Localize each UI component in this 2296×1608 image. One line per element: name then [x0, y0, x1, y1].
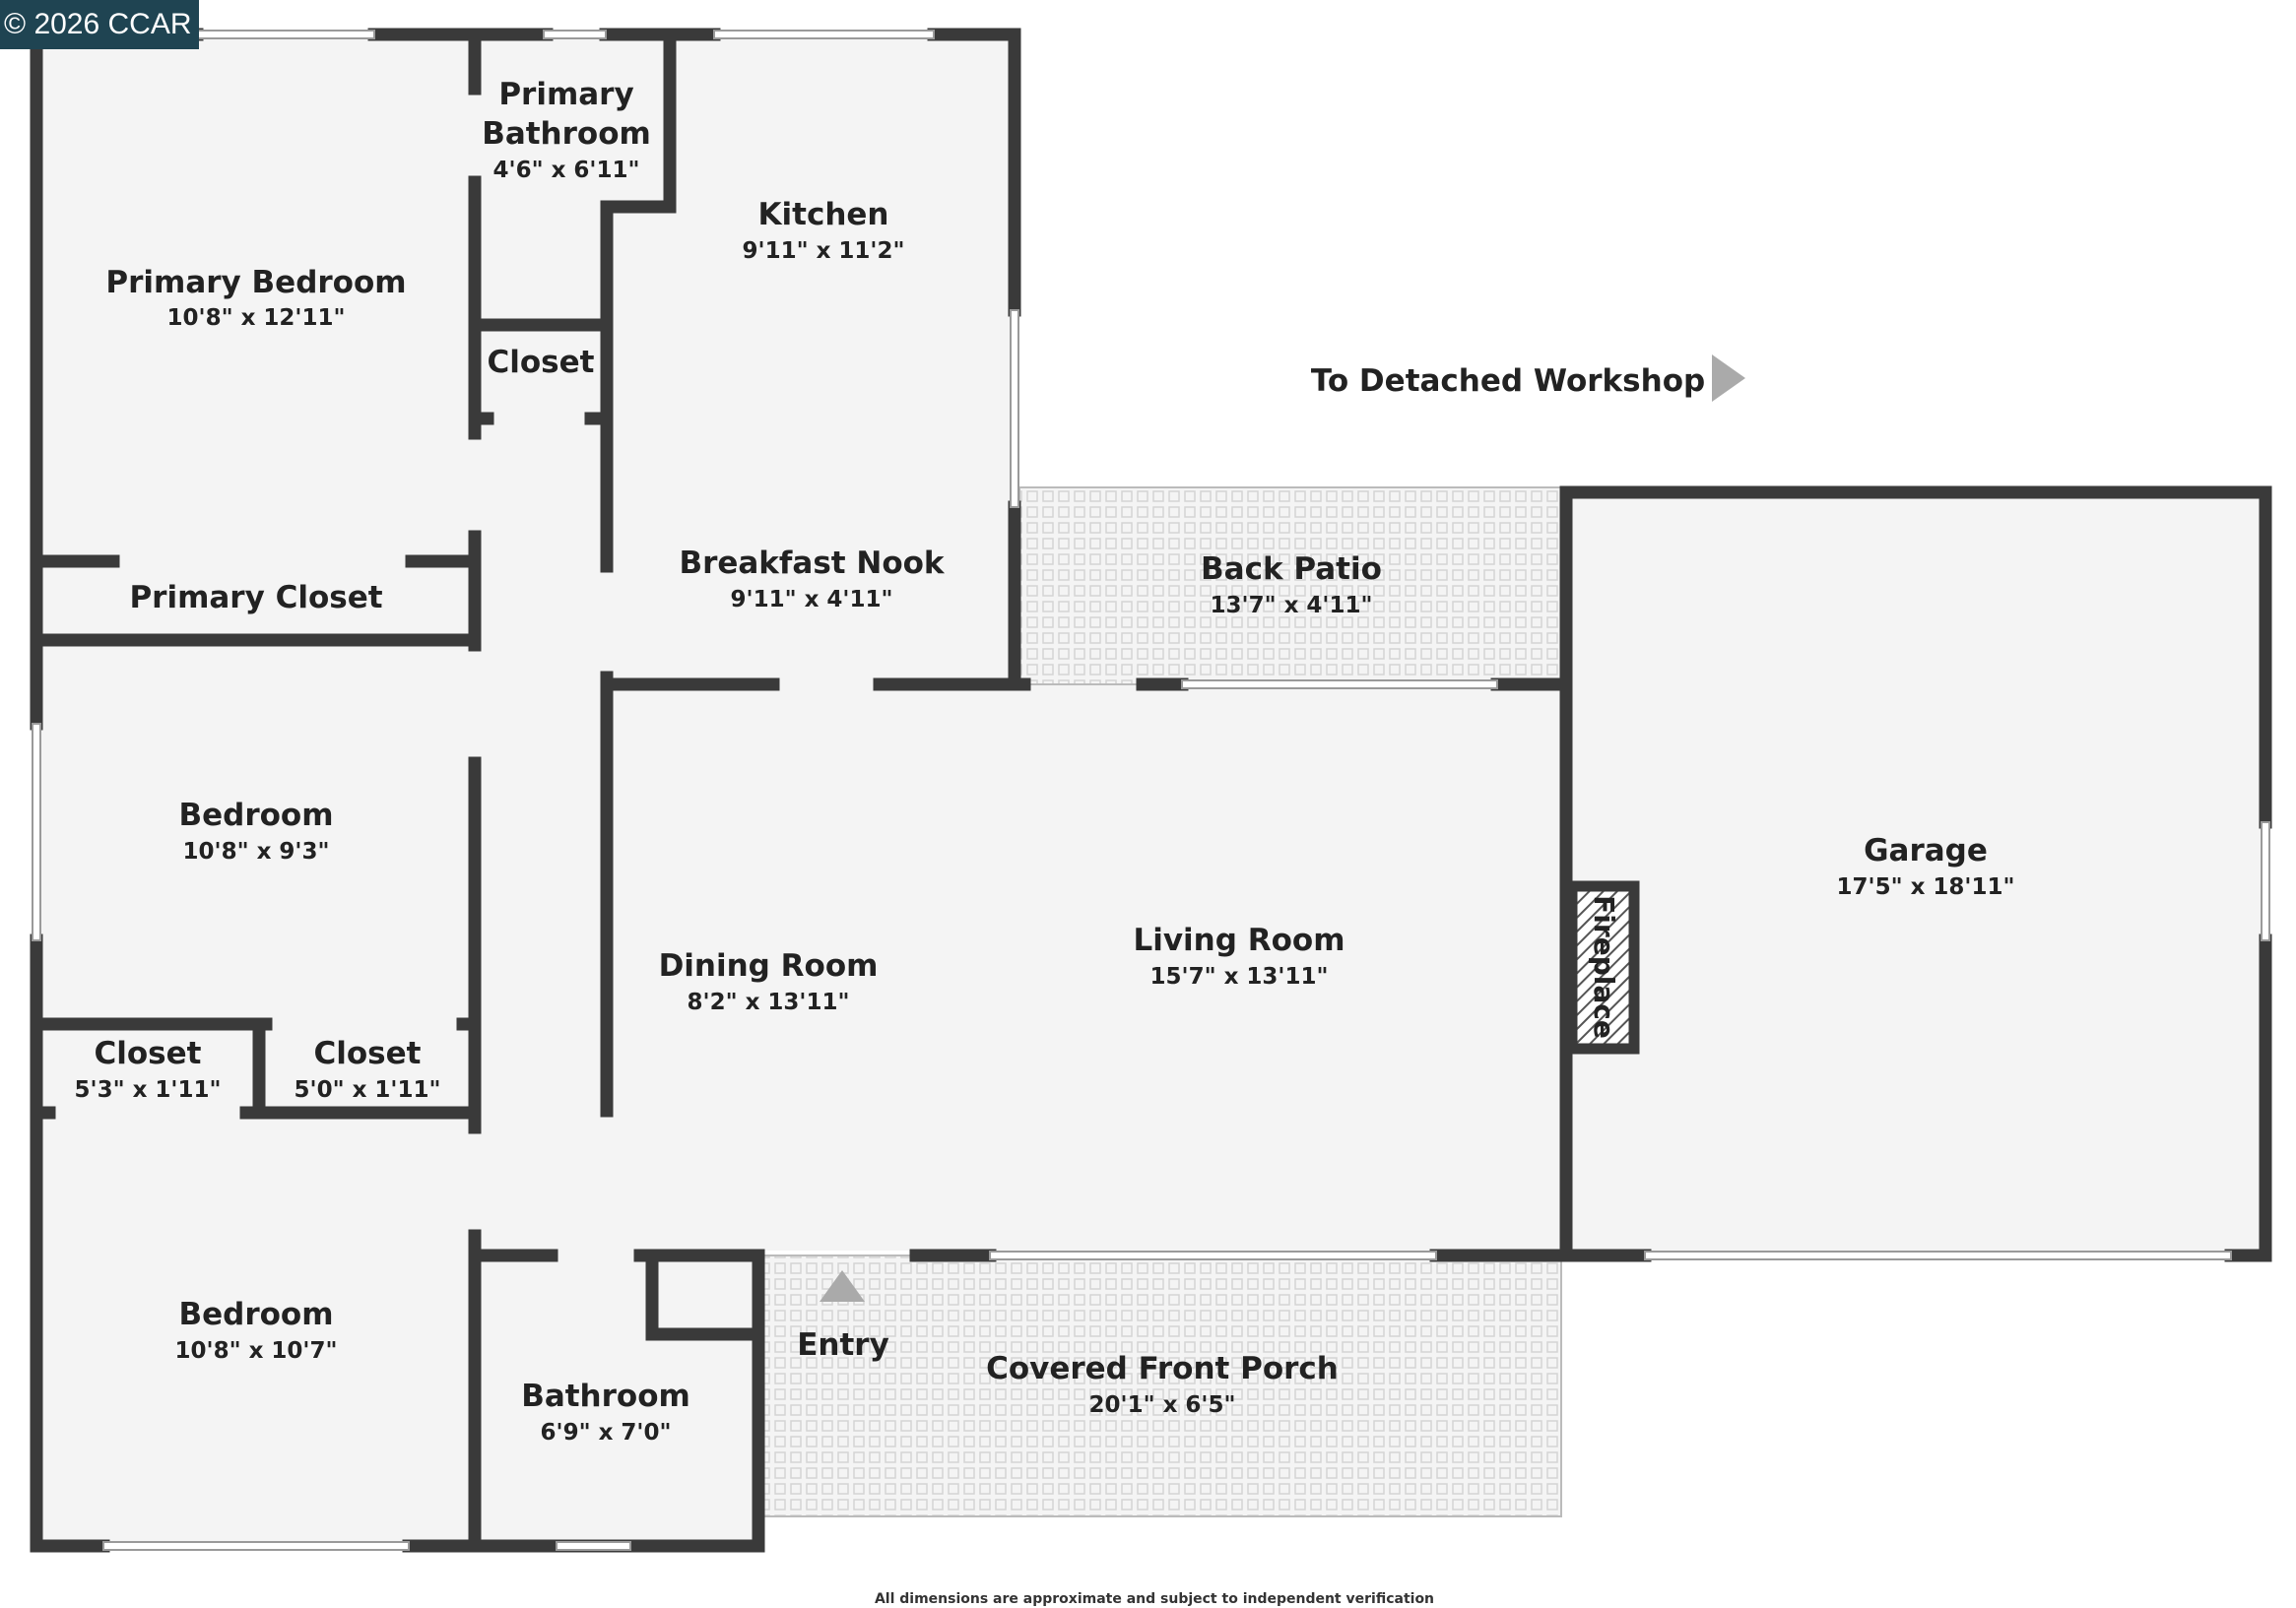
closet-right-name: Closet	[314, 1036, 422, 1071]
covered-front-porch-dims: 20'1" x 6'5"	[1089, 1392, 1236, 1418]
bedroom-2-dims: 10'8" x 10'7"	[175, 1338, 338, 1364]
bedroom-2-name: Bedroom	[178, 1297, 333, 1332]
closet-left-name: Closet	[95, 1036, 202, 1071]
workshop-direction-label: To Detached Workshop	[1311, 363, 1705, 399]
fireplace-name: Fireplace	[1588, 895, 1620, 1039]
primary-bathroom-name-line2: Bathroom	[482, 116, 651, 152]
closet-right-dims: 5'0" x 1'11"	[295, 1077, 441, 1103]
back-patio-name: Back Patio	[1201, 551, 1382, 587]
copyright-badge: © 2026 CCAR	[0, 0, 199, 49]
porch-floor	[762, 1254, 1562, 1517]
bedroom-1-dims: 10'8" x 9'3"	[183, 839, 330, 865]
garage-name: Garage	[1864, 833, 1988, 868]
fireplace-box	[1566, 880, 1640, 1055]
primary-bathroom-name-line1: Primary	[498, 77, 633, 112]
garage-dims: 17'5" x 18'11"	[1837, 874, 2015, 900]
dining-room-name: Dining Room	[659, 948, 879, 984]
garage-floor	[1566, 492, 2265, 1251]
workshop-arrow-icon	[1712, 354, 1745, 402]
floor-areas	[33, 34, 2265, 1541]
back-patio-dims: 13'7" x 4'11"	[1211, 593, 1373, 618]
entry-name: Entry	[797, 1327, 889, 1363]
kitchen-name: Kitchen	[757, 197, 888, 232]
living-room-dims: 15'7" x 13'11"	[1150, 964, 1329, 990]
closet-left-dims: 5'3" x 1'11"	[75, 1077, 222, 1103]
covered-front-porch-name: Covered Front Porch	[986, 1351, 1339, 1386]
bedroom-1-name: Bedroom	[178, 798, 333, 833]
room-labels: Primary Bedroom 10'8" x 12'11" Primary B…	[75, 77, 2015, 1446]
primary-bedroom-name: Primary Bedroom	[105, 265, 406, 300]
living-room-name: Living Room	[1133, 923, 1345, 958]
primary-bathroom-dims: 4'6" x 6'11"	[493, 158, 640, 183]
primary-bedroom-dims: 10'8" x 12'11"	[167, 305, 346, 331]
bathroom-name: Bathroom	[521, 1379, 690, 1414]
breakfast-nook-dims: 9'11" x 4'11"	[731, 587, 893, 612]
kitchen-dims: 9'11" x 11'2"	[743, 238, 905, 264]
disclaimer: All dimensions are approximate and subje…	[875, 1591, 1434, 1607]
breakfast-nook-name: Breakfast Nook	[679, 546, 945, 581]
primary-closet-name: Primary Closet	[129, 580, 382, 615]
dining-room-dims: 8'2" x 13'11"	[688, 990, 850, 1015]
back-patio-floor	[1018, 486, 1567, 685]
entry-arrow-icon	[820, 1270, 865, 1302]
bathroom-dims: 6'9" x 7'0"	[541, 1420, 672, 1446]
hall-closet-name: Closet	[488, 345, 595, 380]
